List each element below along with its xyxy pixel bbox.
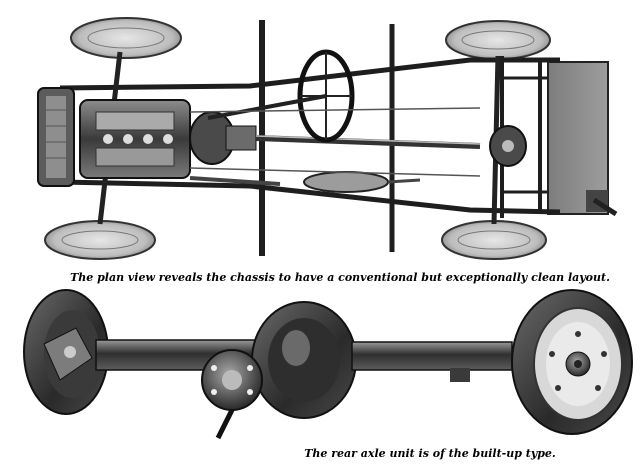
- right-brake-drum: [511, 289, 633, 435]
- right-axle-tube: [351, 341, 513, 371]
- engine-block: [79, 99, 191, 179]
- radiator: [37, 87, 75, 187]
- caption-top: The plan view reveals the chassis to hav…: [70, 271, 610, 284]
- propeller-shaft: [255, 135, 481, 149]
- rear-differential: [489, 125, 527, 167]
- pinion-housing: [201, 349, 263, 440]
- left-brake-drum: [23, 289, 109, 415]
- rear-axle-illustration: [0, 288, 641, 446]
- rear-body-panel: [547, 61, 609, 215]
- chassis-drawing: [37, 17, 618, 260]
- differential-casing: [251, 301, 357, 419]
- exhaust-silencer: [189, 171, 421, 193]
- front-left-wheel: [70, 17, 182, 59]
- steering-wheel: [207, 49, 355, 143]
- rear-left-wheel: [445, 20, 551, 60]
- rear-right-wheel: [441, 220, 547, 260]
- caption-bottom: The rear axle unit is of the built-up ty…: [304, 447, 556, 460]
- chassis-plan-illustration: [37, 17, 618, 260]
- brake-rods: [189, 107, 481, 177]
- front-right-wheel: [44, 220, 156, 260]
- gearbox: [189, 111, 257, 165]
- rear-axle-drawing: [23, 289, 633, 440]
- spring-pad: [450, 368, 470, 382]
